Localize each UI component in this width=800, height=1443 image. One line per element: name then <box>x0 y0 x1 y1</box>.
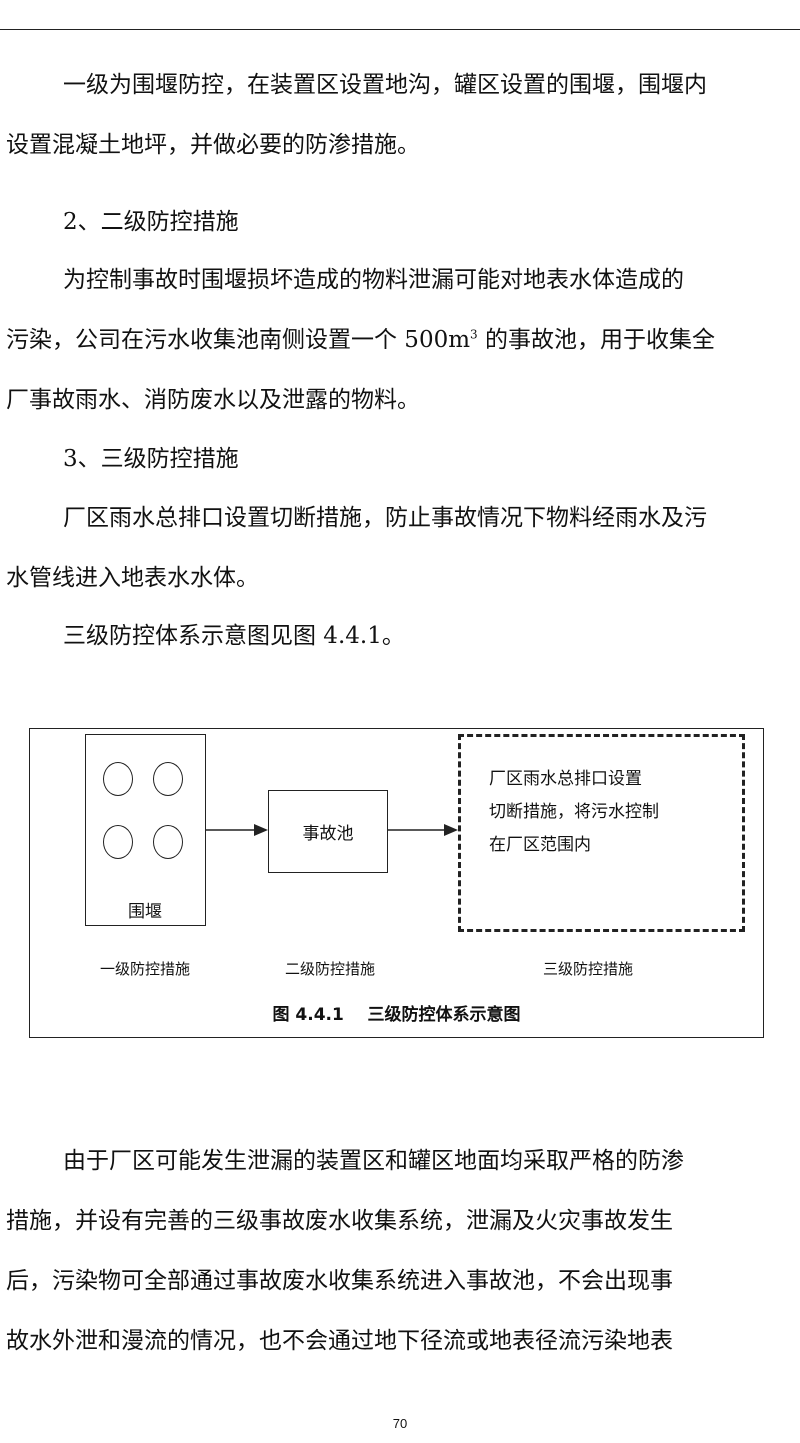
weiyan-box: 围堰 <box>85 734 206 926</box>
tank-circle <box>153 825 183 859</box>
section-heading: 3、三级防控措施 <box>63 446 239 472</box>
text-line: 厂区雨水总排口设置切断措施，防止事故情况下物料经雨水及污 <box>63 505 707 531</box>
header-rule <box>0 29 800 30</box>
tank-circle <box>103 762 133 796</box>
pool-label: 事故池 <box>302 824 354 844</box>
text-line: 厂事故雨水、消防废水以及泄露的物料。 <box>6 387 420 413</box>
paragraph-level2: 为控制事故时围堰损坏造成的物料泄漏可能对地表水体造成的 污染，公司在污水收集池南… <box>6 250 796 430</box>
page-number: 70 <box>392 1416 408 1431</box>
paragraph-figure-ref: 三级防控体系示意图见图 4.4.1。 <box>6 606 796 666</box>
arrow-icon <box>388 824 458 836</box>
heading-level2: 2、二级防控措施 <box>6 192 796 252</box>
plant-boundary-dashed-box: 厂区雨水总排口设置 切断措施，将污水控制 在厂区范围内 <box>458 734 745 932</box>
paragraph-level3: 厂区雨水总排口设置切断措施，防止事故情况下物料经雨水及污 水管线进入地表水水体。 <box>6 488 796 608</box>
text-segment: 污染，公司在污水收集池南侧设置一个 500m <box>6 327 471 353</box>
text-line: 在厂区范围内 <box>489 835 591 855</box>
level1-label: 一级防控措施 <box>100 960 191 978</box>
tank-circle <box>153 762 183 796</box>
level2-label: 二级防控措施 <box>285 960 376 978</box>
text-line: 为控制事故时围堰损坏造成的物料泄漏可能对地表水体造成的 <box>63 267 684 293</box>
superscript: 3 <box>470 327 478 342</box>
tank-circle <box>103 825 133 859</box>
paragraph-level1: 一级为围堰防控，在装置区设置地沟，罐区设置的围堰，围堰内 设置混凝土地坪，并做必… <box>6 55 796 175</box>
figure-three-level-prevention: 围堰 事故池 厂区雨水总排口设置 切断措施，将污水控制 在厂区范围内 一级防控措… <box>29 728 764 1038</box>
accident-pool-box: 事故池 <box>268 790 388 873</box>
text-line: 故水外泄和漫流的情况，也不会通过地下径流或地表径流污染地表 <box>6 1328 673 1354</box>
arrow-icon <box>206 824 268 836</box>
text-line: 由于厂区可能发生泄漏的装置区和罐区地面均采取严格的防渗 <box>63 1148 684 1174</box>
text-line: 水管线进入地表水水体。 <box>6 565 259 591</box>
level3-label: 三级防控措施 <box>543 960 634 978</box>
text-line: 三级防控体系示意图见图 4.4.1。 <box>63 623 405 649</box>
text-line: 厂区雨水总排口设置 <box>489 769 642 789</box>
text-segment: 的事故池，用于收集全 <box>477 327 715 353</box>
text-line: 污染，公司在污水收集池南侧设置一个 500m3 的事故池，用于收集全 <box>6 310 796 370</box>
section-heading: 2、二级防控措施 <box>63 209 239 235</box>
text-line: 措施，并设有完善的三级事故废水收集系统，泄漏及火灾事故发生 <box>6 1208 673 1234</box>
weiyan-label: 围堰 <box>128 902 162 922</box>
text-line: 后，污染物可全部通过事故废水收集系统进入事故池，不会出现事 <box>6 1268 673 1294</box>
plant-boundary-text: 厂区雨水总排口设置 切断措施，将污水控制 在厂区范围内 <box>489 763 729 862</box>
paragraph-conclusion: 由于厂区可能发生泄漏的装置区和罐区地面均采取严格的防渗 措施，并设有完善的三级事… <box>6 1131 796 1371</box>
text-line: 切断措施，将污水控制 <box>489 802 659 822</box>
figure-caption: 图 4.4.1 三级防控体系示意图 <box>272 1005 521 1025</box>
text-line: 设置混凝土地坪，并做必要的防渗措施。 <box>6 132 420 158</box>
heading-level3: 3、三级防控措施 <box>6 429 796 489</box>
text-line: 一级为围堰防控，在装置区设置地沟，罐区设置的围堰，围堰内 <box>63 72 707 98</box>
